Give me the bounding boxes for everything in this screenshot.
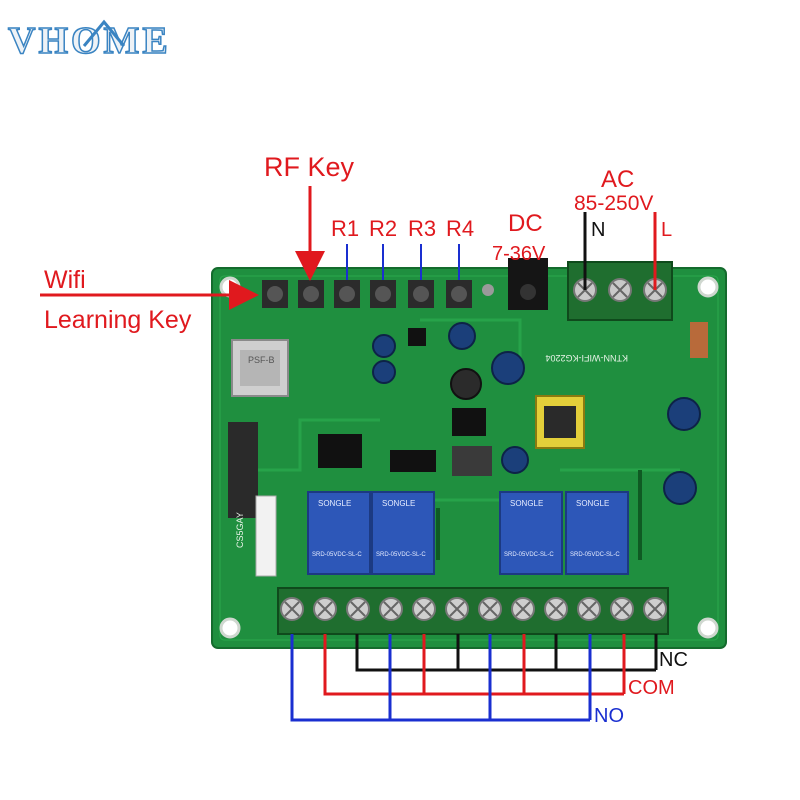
- regulator: [452, 446, 492, 476]
- r1-button: [334, 280, 360, 308]
- r1-label: R1: [331, 216, 360, 241]
- white-connector: [255, 495, 277, 577]
- capacitor: [372, 360, 396, 384]
- relay-2-model: SRD-05VDC-SL-C: [376, 552, 426, 558]
- inductor: [450, 368, 482, 400]
- wifi-module: [231, 339, 289, 397]
- logo-house-icon: [82, 19, 126, 47]
- output-terminal-block: [277, 587, 669, 635]
- relay-4: [565, 491, 629, 575]
- nc-label: NC: [659, 649, 688, 671]
- resistor: [690, 322, 708, 358]
- ac-range-label: 85-250V: [574, 192, 654, 215]
- nc-wires: [355, 634, 658, 672]
- relay-4-model: SRD-05VDC-SL-C: [570, 552, 620, 558]
- relay-4-brand: SONGLE: [576, 499, 610, 508]
- capacitor: [663, 471, 697, 505]
- push-buttons: [262, 280, 472, 308]
- rf-key-label: RF Key: [264, 152, 355, 182]
- screw-terminal: [412, 597, 436, 621]
- capacitor: [667, 397, 701, 431]
- n-label: N: [591, 219, 606, 241]
- ic-chip: [408, 328, 426, 346]
- mount-hole: [219, 617, 241, 639]
- r4-label: R4: [446, 216, 475, 241]
- capacitor: [372, 334, 396, 358]
- relay-2: [371, 491, 435, 575]
- screw-terminal: [544, 597, 568, 621]
- capacitor: [448, 322, 476, 350]
- capacitor: [491, 351, 525, 385]
- capacitor: [501, 446, 529, 474]
- relay-1-brand: SONGLE: [318, 499, 352, 508]
- relay-3: [499, 491, 563, 575]
- board-model-text: KTNN-WIFI-KG2204: [545, 353, 628, 363]
- no-label: NO: [594, 705, 624, 727]
- mount-hole: [697, 276, 719, 298]
- ic-chip: [318, 434, 362, 468]
- ic-chip: [452, 408, 486, 436]
- screw-terminal: [643, 597, 667, 621]
- screw-terminal: [445, 597, 469, 621]
- screw-terminal: [478, 597, 502, 621]
- dc-range-label: 7-36V: [492, 243, 546, 265]
- relay-2-brand: SONGLE: [382, 499, 416, 508]
- screw-terminal: [313, 597, 337, 621]
- led: [482, 284, 494, 296]
- ac-label: AC: [601, 166, 635, 193]
- wifi-label: Wifi: [44, 266, 86, 294]
- output-terminals: [280, 597, 667, 621]
- screw-terminal: [346, 597, 370, 621]
- board-side-text: CS5GAY: [235, 512, 245, 548]
- r3-button: [408, 280, 434, 308]
- r3-label: R3: [408, 216, 437, 241]
- com-label: COM: [628, 677, 675, 699]
- screw-terminal: [511, 597, 535, 621]
- screw-terminal: [610, 597, 634, 621]
- rf-key-button: [298, 280, 324, 308]
- r2-label: R2: [369, 216, 398, 241]
- rf-receiver: [228, 422, 258, 518]
- relay-3-brand: SONGLE: [510, 499, 544, 508]
- learning-key-label: Learning Key: [44, 306, 192, 334]
- com-wires: [323, 634, 626, 696]
- ic-chip: [390, 450, 436, 472]
- l-label: L: [661, 219, 673, 241]
- relay-1-model: SRD-05VDC-SL-C: [312, 552, 362, 558]
- wifi-learning-button: [262, 280, 288, 308]
- mount-hole: [697, 617, 719, 639]
- mount-hole: [219, 276, 241, 298]
- screw-terminal: [379, 597, 403, 621]
- no-wires: [290, 634, 592, 722]
- dc-label: DC: [508, 210, 543, 237]
- r2-button: [370, 280, 396, 308]
- screw-terminal: [280, 597, 304, 621]
- relay-3-model: SRD-05VDC-SL-C: [504, 552, 554, 558]
- r4-button: [446, 280, 472, 308]
- screw-terminal: [577, 597, 601, 621]
- relay-1: [307, 491, 371, 575]
- wifi-module-text: PSF-B: [248, 355, 275, 365]
